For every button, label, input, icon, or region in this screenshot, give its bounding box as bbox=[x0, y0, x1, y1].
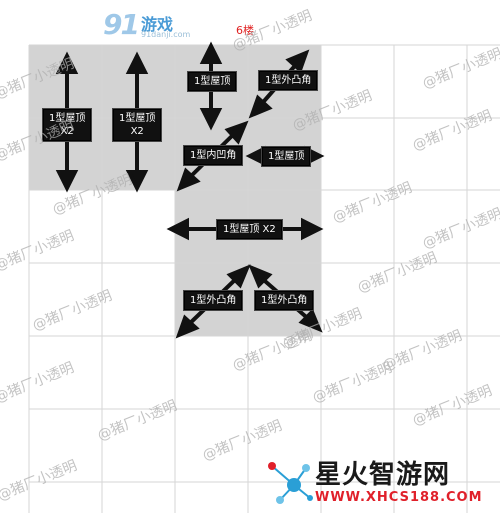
logo-name: 游戏 bbox=[141, 15, 174, 34]
label-roof-f: 1型屋顶 bbox=[262, 147, 311, 166]
label-roof-x2-g: 1型屋顶 X2 bbox=[217, 220, 282, 239]
label-inner-corner-e: 1型内凹角 bbox=[184, 146, 243, 165]
brand-banner: 星火智游网 WWW.XHCS188.COM bbox=[258, 446, 500, 513]
label-text: 1型屋顶 bbox=[268, 151, 305, 162]
grid-lines bbox=[28, 44, 500, 513]
label-text: 1型外凸角 bbox=[190, 295, 237, 306]
label-outer-corner-d: 1型外凸角 bbox=[259, 71, 318, 90]
brand-name: 星火智游网 bbox=[315, 460, 451, 490]
label-text: 1型外凸角 bbox=[265, 75, 312, 86]
brand-logo-icon bbox=[268, 462, 313, 504]
label-text: 1型屋顶 X2 bbox=[223, 224, 276, 235]
label-outer-corner-i: 1型外凸角 bbox=[255, 291, 314, 310]
logo-number: 91 bbox=[103, 8, 140, 41]
label-text: 1型外凸角 bbox=[261, 295, 308, 306]
label-outer-corner-h: 1型外凸角 bbox=[184, 291, 243, 310]
label-roof-c: 1型屋顶 bbox=[188, 72, 237, 91]
brand-url: WWW.XHCS188.COM bbox=[315, 490, 483, 505]
site-logo: 91 游戏 91danji.com bbox=[103, 8, 223, 48]
label-text: 1型屋顶 bbox=[49, 113, 86, 124]
label-text: 1型屋顶 bbox=[119, 113, 156, 124]
label-text: 1型屋顶 bbox=[194, 76, 231, 87]
label-text: 1型内凹角 bbox=[190, 150, 237, 161]
logo-domain: 91danji.com bbox=[141, 30, 191, 39]
floor-label: 6楼 bbox=[236, 24, 254, 37]
label-roof-x2-b: 1型屋顶 X2 bbox=[113, 109, 162, 141]
label-roof-x2-a: 1型屋顶 X2 bbox=[43, 109, 92, 141]
label-count: X2 bbox=[60, 126, 74, 137]
label-count: X2 bbox=[130, 126, 144, 137]
